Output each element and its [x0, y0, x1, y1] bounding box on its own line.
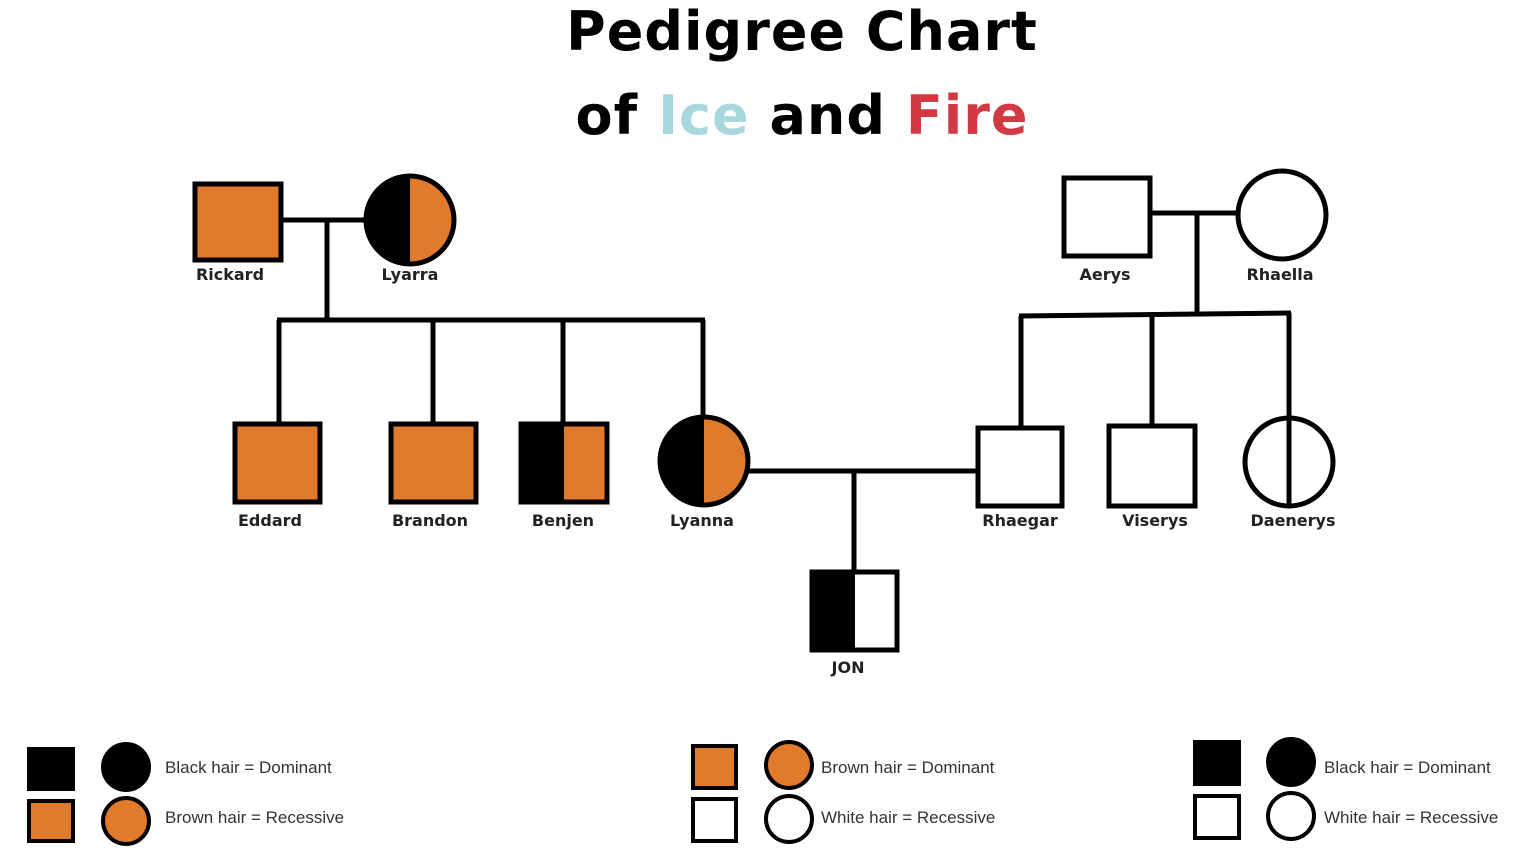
label-daenerys: Daenerys	[1250, 511, 1335, 530]
rickard-square	[192, 181, 284, 263]
legend-2-square-dominant	[691, 744, 738, 790]
label-jon: JON	[831, 658, 865, 677]
legend-3-recessive-text: White hair = Recessive	[1324, 808, 1498, 827]
label-rickard: Rickard	[196, 265, 264, 284]
label-lyanna: Lyanna	[670, 511, 734, 530]
legend-3-dominant-text: Black hair = Dominant	[1324, 758, 1491, 777]
legend-2-dominant-text: Brown hair = Dominant	[821, 758, 995, 777]
subtitle-ice: Ice	[657, 84, 750, 147]
legend-1: Black hair = Dominant Brown hair = Reces…	[27, 742, 344, 846]
label-lyarra: Lyarra	[382, 265, 439, 284]
sibship-line-targaryen	[1018, 310, 1292, 319]
rhaegar-square	[975, 425, 1065, 509]
subtitle-middle: and	[749, 84, 906, 147]
legend-2-circle-dominant	[764, 740, 814, 790]
benjen-square	[518, 421, 610, 505]
brandon-square	[388, 421, 479, 505]
subtitle-prefix: of	[575, 84, 658, 147]
legend-1-circle-recessive	[101, 796, 151, 846]
legend-3-square-dominant	[1193, 740, 1241, 786]
legend-3-square-recessive	[1193, 794, 1241, 840]
subtitle-fire: Fire	[905, 84, 1029, 147]
label-viserys: Viserys	[1122, 511, 1188, 530]
label-rhaella: Rhaella	[1246, 265, 1313, 284]
label-rhaegar: Rhaegar	[982, 511, 1058, 530]
legend-1-square-recessive	[27, 799, 75, 843]
viserys-square	[1106, 423, 1198, 509]
legend-2-square-recessive	[691, 797, 738, 843]
lyarra-circle	[363, 173, 457, 267]
rhaella-circle	[1235, 168, 1329, 262]
label-benjen: Benjen	[532, 511, 594, 530]
eddard-square	[232, 421, 323, 505]
legend-1-circle-dominant	[101, 742, 151, 792]
jon-square	[809, 569, 900, 653]
chart-title: Pedigree Chart	[566, 0, 1038, 63]
legend-2-circle-recessive	[764, 794, 814, 844]
legend-2-recessive-text: White hair = Recessive	[821, 808, 995, 827]
lyanna-circle	[657, 414, 751, 508]
legend-3-circle-dominant	[1266, 737, 1316, 787]
legend-3: Black hair = Dominant White hair = Reces…	[1193, 737, 1498, 841]
connector-lines	[276, 210, 1292, 572]
chart-subtitle: of Ice and Fire	[34, 84, 1536, 147]
legend-2: Brown hair = Dominant White hair = Reces…	[691, 740, 995, 844]
legend-1-square-dominant	[27, 747, 75, 791]
legend-1-dominant-text: Black hair = Dominant	[165, 758, 332, 777]
label-brandon: Brandon	[392, 511, 468, 530]
legend-1-recessive-text: Brown hair = Recessive	[165, 808, 344, 827]
label-aerys: Aerys	[1079, 265, 1130, 284]
aerys-square	[1061, 175, 1153, 259]
legend-3-circle-recessive	[1266, 791, 1316, 841]
label-eddard: Eddard	[238, 511, 302, 530]
